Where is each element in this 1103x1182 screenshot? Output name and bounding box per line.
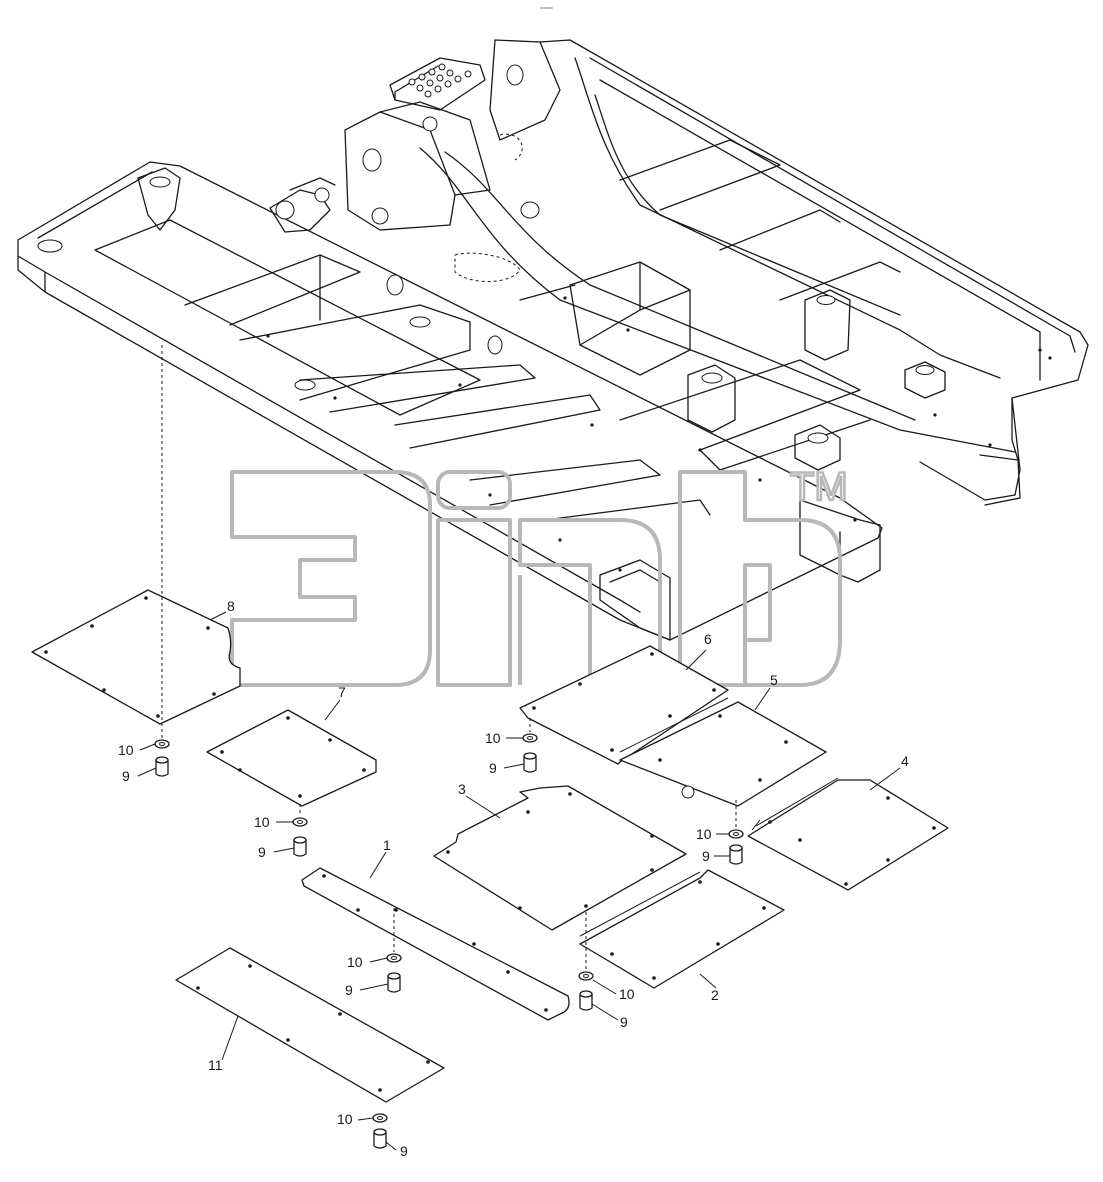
callout-9-c: 9	[489, 760, 497, 776]
callout-9-e: 9	[345, 982, 353, 998]
watermark-logo: TM	[230, 464, 849, 687]
callout-5: 5	[770, 672, 778, 688]
callout-3: 3	[458, 781, 466, 797]
callout-10-b: 10	[254, 814, 270, 830]
callout-10-d: 10	[696, 826, 712, 842]
plate-6	[519, 645, 729, 765]
callout-6: 6	[704, 631, 712, 647]
callout-8: 8	[227, 598, 235, 614]
plate-11	[175, 947, 445, 1103]
callout-7: 7	[338, 684, 346, 700]
callout-10-c: 10	[485, 730, 501, 746]
callout-10-a: 10	[118, 742, 134, 758]
frame-assembly	[17, 39, 1089, 641]
plate-3	[433, 785, 687, 931]
plate-7	[206, 709, 377, 807]
callout-9-g: 9	[400, 1143, 408, 1159]
trademark-symbol: TM	[790, 465, 848, 509]
callout-9-a: 9	[122, 768, 130, 784]
fastener-stack-e	[386, 953, 402, 993]
callout-2: 2	[711, 987, 719, 1003]
assembly-centerlines	[161, 345, 737, 970]
callout-9-b: 9	[258, 844, 266, 860]
callout-10-g: 10	[337, 1111, 353, 1127]
fastener-stack-g	[372, 1113, 388, 1149]
fastener-stack-b	[292, 817, 308, 857]
callout-4: 4	[901, 753, 909, 769]
plate-8	[31, 589, 241, 725]
callout-10-e: 10	[347, 954, 363, 970]
callout-labels: 8 7 6 5 4 3 1 2 11 10 9 10 9 10 9 10 9 1…	[118, 598, 909, 1159]
callout-11: 11	[208, 1057, 223, 1073]
fastener-stack-d	[728, 829, 744, 865]
callout-9-f: 9	[620, 1014, 628, 1030]
plate-2	[579, 869, 785, 989]
header-mark: ═══	[539, 6, 554, 12]
callout-10-f: 10	[619, 986, 635, 1002]
fastener-stack-f	[578, 971, 594, 1011]
leader-lines	[137, 611, 901, 1151]
callout-9-d: 9	[702, 848, 710, 864]
plate-4	[747, 777, 949, 891]
fastener-stack-a	[154, 739, 170, 777]
plate-5	[619, 697, 827, 807]
fastener-stack-c	[522, 733, 538, 773]
callout-1: 1	[383, 837, 391, 853]
plate-1	[301, 867, 570, 1021]
